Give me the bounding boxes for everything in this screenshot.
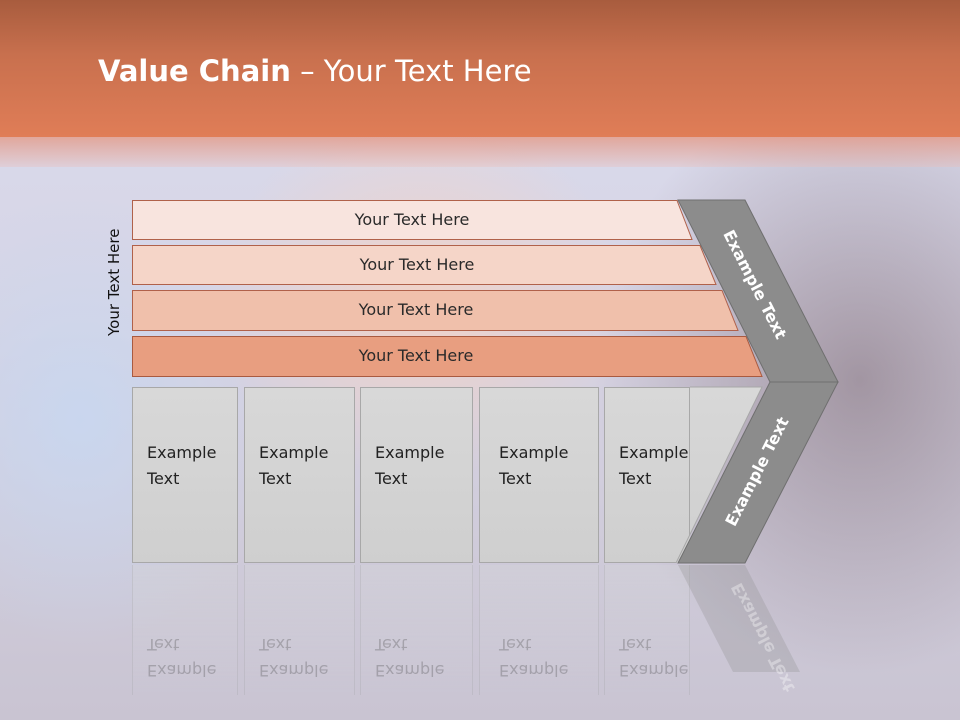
title-band [0, 0, 960, 137]
bar-4-shape [132, 336, 763, 377]
slide-title-rest: – Your Text Here [290, 54, 532, 88]
cell-2-label: Example Text [259, 443, 329, 488]
cell-5[interactable]: Example Text [604, 387, 690, 563]
cell-4[interactable]: Example Text [479, 387, 599, 563]
cell-5-reflection: Example Text [604, 565, 690, 695]
title-sub-band [0, 137, 960, 167]
cell-1-label: Example Text [147, 443, 217, 488]
chevron-lower[interactable] [677, 381, 839, 564]
cell-3-reflection: Example Text [360, 565, 473, 695]
cell-3-label: Example Text [375, 443, 445, 488]
cell-2-reflection: Example Text [244, 565, 355, 695]
cell-3[interactable]: Example Text [360, 387, 473, 563]
slide-title[interactable]: Value Chain – Your Text Here [98, 54, 532, 88]
cell-2[interactable]: Example Text [244, 387, 355, 563]
cell-4-label: Example Text [499, 443, 569, 488]
bar-2-label: Your Text Here [359, 255, 475, 274]
cell-5-slant-edge [675, 386, 763, 564]
cell-1-reflection: Example Text [132, 565, 238, 695]
bar-1-label: Your Text Here [354, 210, 470, 229]
slide-title-bold: Value Chain [98, 54, 291, 88]
cell-5-label: Example Text [619, 443, 689, 488]
cell-4-reflection: Example Text [479, 565, 599, 695]
chevron-reflection [678, 565, 800, 672]
bar-4-label: Your Text Here [358, 346, 474, 365]
cell-1[interactable]: Example Text [132, 387, 238, 563]
bar-3-label: Your Text Here [358, 300, 474, 319]
bar-1-shape [132, 200, 693, 240]
bar-2-shape [132, 245, 717, 285]
bar-3-shape [132, 290, 739, 331]
